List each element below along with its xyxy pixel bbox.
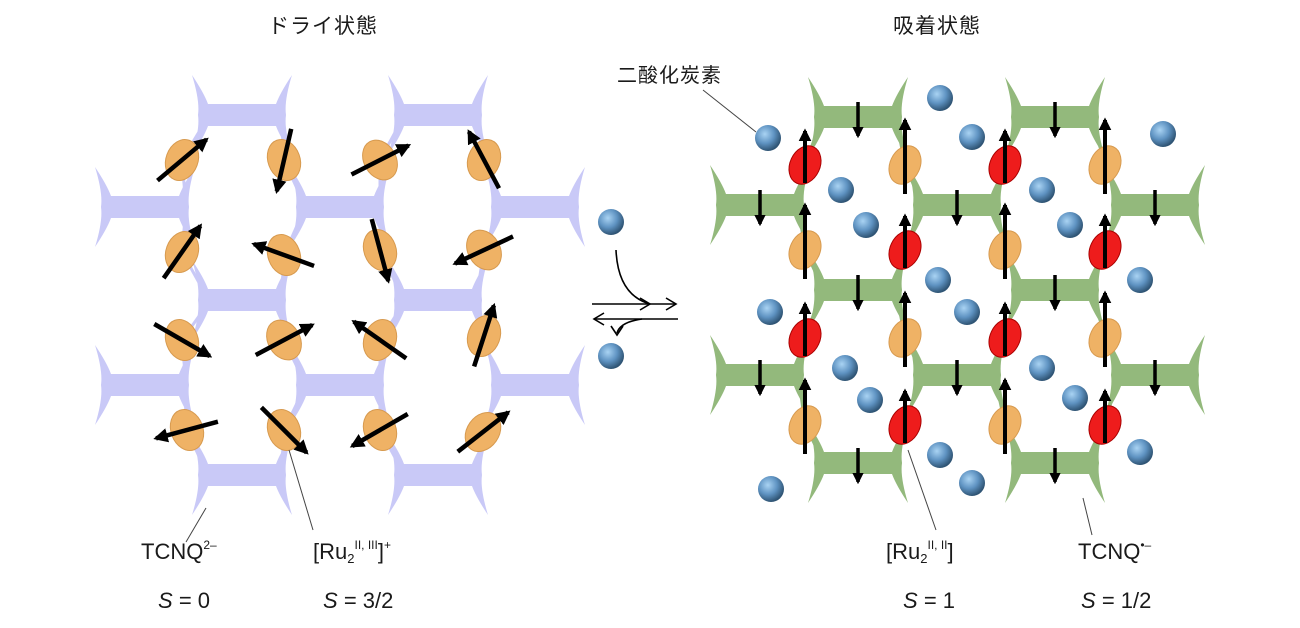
ru-dry-oxidation: II, III [354,538,378,552]
spin-arrow [452,234,514,266]
ru-dry-leader-line [288,449,314,531]
spin-arrow [456,410,511,454]
tcnq-ads-name: TCNQ [1078,539,1141,564]
spin-arrow [161,223,203,280]
spin-arrow [153,322,213,358]
tcnq-unit [485,345,585,425]
spin-symbol: S [158,588,173,613]
co2-molecule [828,177,854,203]
spin-arrow [369,218,393,284]
spin-symbol: S [903,588,918,613]
co2-molecule [1029,177,1055,203]
co2-molecule [1062,385,1088,411]
spin-symbol: S [1081,588,1096,613]
ru-ads-subscript: 2 [920,551,928,566]
co2-molecule [598,343,624,369]
ru-ads-spin: S = 1 [903,588,955,614]
co2-molecule [832,355,858,381]
co2-release-curve-head [610,325,624,337]
exchange-co2-molecules [598,209,624,369]
spin-value: = 3/2 [343,588,394,613]
co2-molecule [1150,121,1176,147]
tcnq-unit [388,260,488,340]
tcnq-ads-charge: •– [1140,538,1152,552]
co2-release-curve [616,318,643,334]
ru-ads-symbol: [Ru [886,539,921,564]
spin-arrow [254,322,315,358]
tcnq-unit [485,167,585,247]
tcnq-unit [290,167,390,247]
ru-dry-symbol: [Ru [313,539,348,564]
spin-arrow [349,412,409,448]
co2-molecule [757,299,783,325]
spin-arrow [259,405,309,455]
adsorption-equilibrium-arrows [592,249,678,337]
co2-uptake-curve-head [639,297,652,311]
ru-ads-label: [Ru2II, II] [886,538,954,566]
adsorbed-state-lattice [710,77,1205,503]
ru-ads-oxidation: II, II [927,538,948,552]
ru-dry-charge: + [383,538,391,552]
co2-label: 二酸化炭素 [617,63,722,87]
adsorbed-state-title: 吸着状態 [893,14,981,38]
tcnq-unit [388,435,488,515]
dry-state-title: ドライ状態 [268,14,378,38]
co2-molecule [927,442,953,468]
spin-value: = 0 [178,588,211,613]
spin-arrow [466,129,502,190]
forward-arrow-head [665,297,678,311]
tcnq-unit [192,260,292,340]
co2-molecule [1127,439,1153,465]
dry-state-lattice [95,75,585,515]
spin-arrow [153,419,219,443]
tcnq-ads-leader-line [1082,497,1093,536]
tcnq-ads-spin: S = 1/2 [1081,588,1151,614]
tcnq-dry-name: TCNQ [141,539,204,564]
spin-arrow [350,143,412,177]
tcnq-unit [290,345,390,425]
spin-value: = 1/2 [1101,588,1152,613]
ru-ads-leader-line [907,449,937,531]
reverse-arrow-head [592,312,605,326]
co2-molecule [598,209,624,235]
co2-molecule [954,299,980,325]
spin-arrow [251,241,315,269]
tcnq-unit [192,75,292,155]
co2-molecule [853,212,879,238]
tcnq-unit [192,435,292,515]
co2-molecule [927,85,953,111]
co2-molecule [1127,267,1153,293]
ru-dry-bracket: ] [377,539,384,564]
ru-ads-bracket: ] [947,539,954,564]
co2-molecule [959,124,985,150]
tcnq-dry-leader-line [185,507,207,543]
co2-molecule [857,387,883,413]
spin-arrow [272,128,294,194]
tcnq-dry-spin: S = 0 [158,588,210,614]
spin-value: = 1 [923,588,956,613]
tcnq-unit [388,75,488,155]
spin-arrow [351,319,408,361]
tcnq-dry-charge: 2– [203,538,217,552]
tcnq-dry-label: TCNQ2– [141,538,217,565]
co2-molecule [755,125,781,151]
tcnq-unit [95,345,195,425]
co2-molecule [1029,355,1055,381]
spin-arrow [156,137,209,183]
co2-molecule [758,476,784,502]
ru-dry-spin: S = 3/2 [323,588,393,614]
co2-molecule [959,470,985,496]
co2-leader-line [702,89,757,133]
tcnq-ads-label: TCNQ•– [1078,538,1151,565]
ru-dry-label: [Ru2II, III]+ [313,538,391,566]
spin-arrow [471,302,498,368]
leader-lines [185,89,1093,543]
co2-molecule [1057,212,1083,238]
co2-molecule [925,267,951,293]
tcnq-unit [95,167,195,247]
spin-symbol: S [323,588,338,613]
co2-uptake-curve [615,249,651,305]
ru-dry-subscript: 2 [347,551,355,566]
